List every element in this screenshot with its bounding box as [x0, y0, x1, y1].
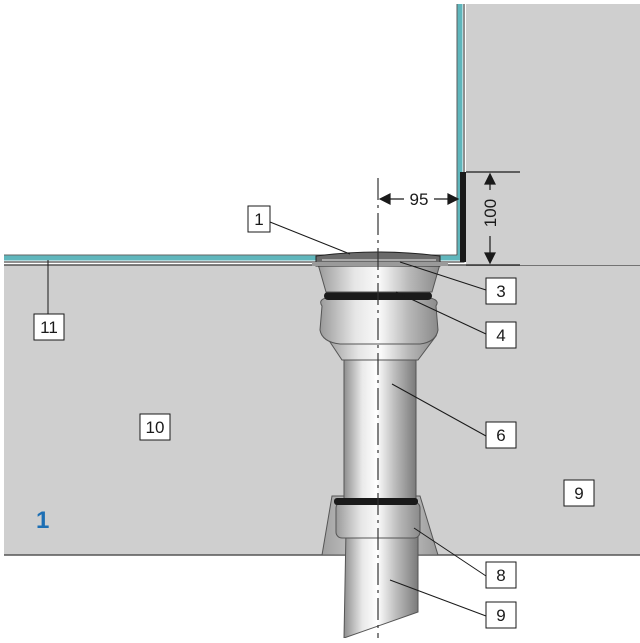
callout-1: 1 — [247, 205, 271, 233]
svg-text:11: 11 — [40, 318, 58, 337]
wall-seal-strip — [460, 172, 466, 262]
callout-9-wall: 9 — [563, 479, 595, 507]
dimension-vertical — [466, 171, 520, 266]
svg-text:9: 9 — [574, 484, 583, 503]
callout-11: 11 — [33, 313, 65, 341]
coupling-seal-ring — [334, 498, 418, 505]
callout-8: 8 — [485, 561, 517, 589]
svg-text:6: 6 — [496, 426, 505, 445]
callout-6: 6 — [485, 421, 517, 449]
svg-text:8: 8 — [496, 566, 505, 585]
dimension-horizontal-label: 95 — [410, 190, 429, 209]
callout-4: 4 — [485, 321, 517, 349]
svg-text:9: 9 — [496, 606, 505, 625]
membrane-outline-inner — [4, 4, 465, 263]
callout-10: 10 — [139, 413, 171, 441]
dimension-horizontal — [378, 193, 460, 205]
figure-number: 1 — [36, 507, 49, 534]
svg-text:3: 3 — [496, 282, 505, 301]
dimension-vertical-label: 100 — [481, 199, 500, 227]
drain-neck — [317, 263, 441, 293]
membrane-horizontal — [4, 4, 463, 261]
lower-pipe — [343, 529, 419, 639]
svg-text:1: 1 — [254, 210, 263, 229]
leader-lines — [47, 221, 487, 617]
vertical-pipe — [343, 339, 417, 511]
svg-text:10: 10 — [146, 418, 165, 437]
callout-3: 3 — [485, 277, 517, 305]
drain-flange — [312, 262, 448, 266]
svg-text:4: 4 — [496, 326, 505, 345]
drain-body — [319, 297, 439, 345]
membrane-outline-outer — [4, 4, 458, 256]
callout-9-pipe: 9 — [485, 601, 517, 629]
wall — [466, 4, 640, 265]
